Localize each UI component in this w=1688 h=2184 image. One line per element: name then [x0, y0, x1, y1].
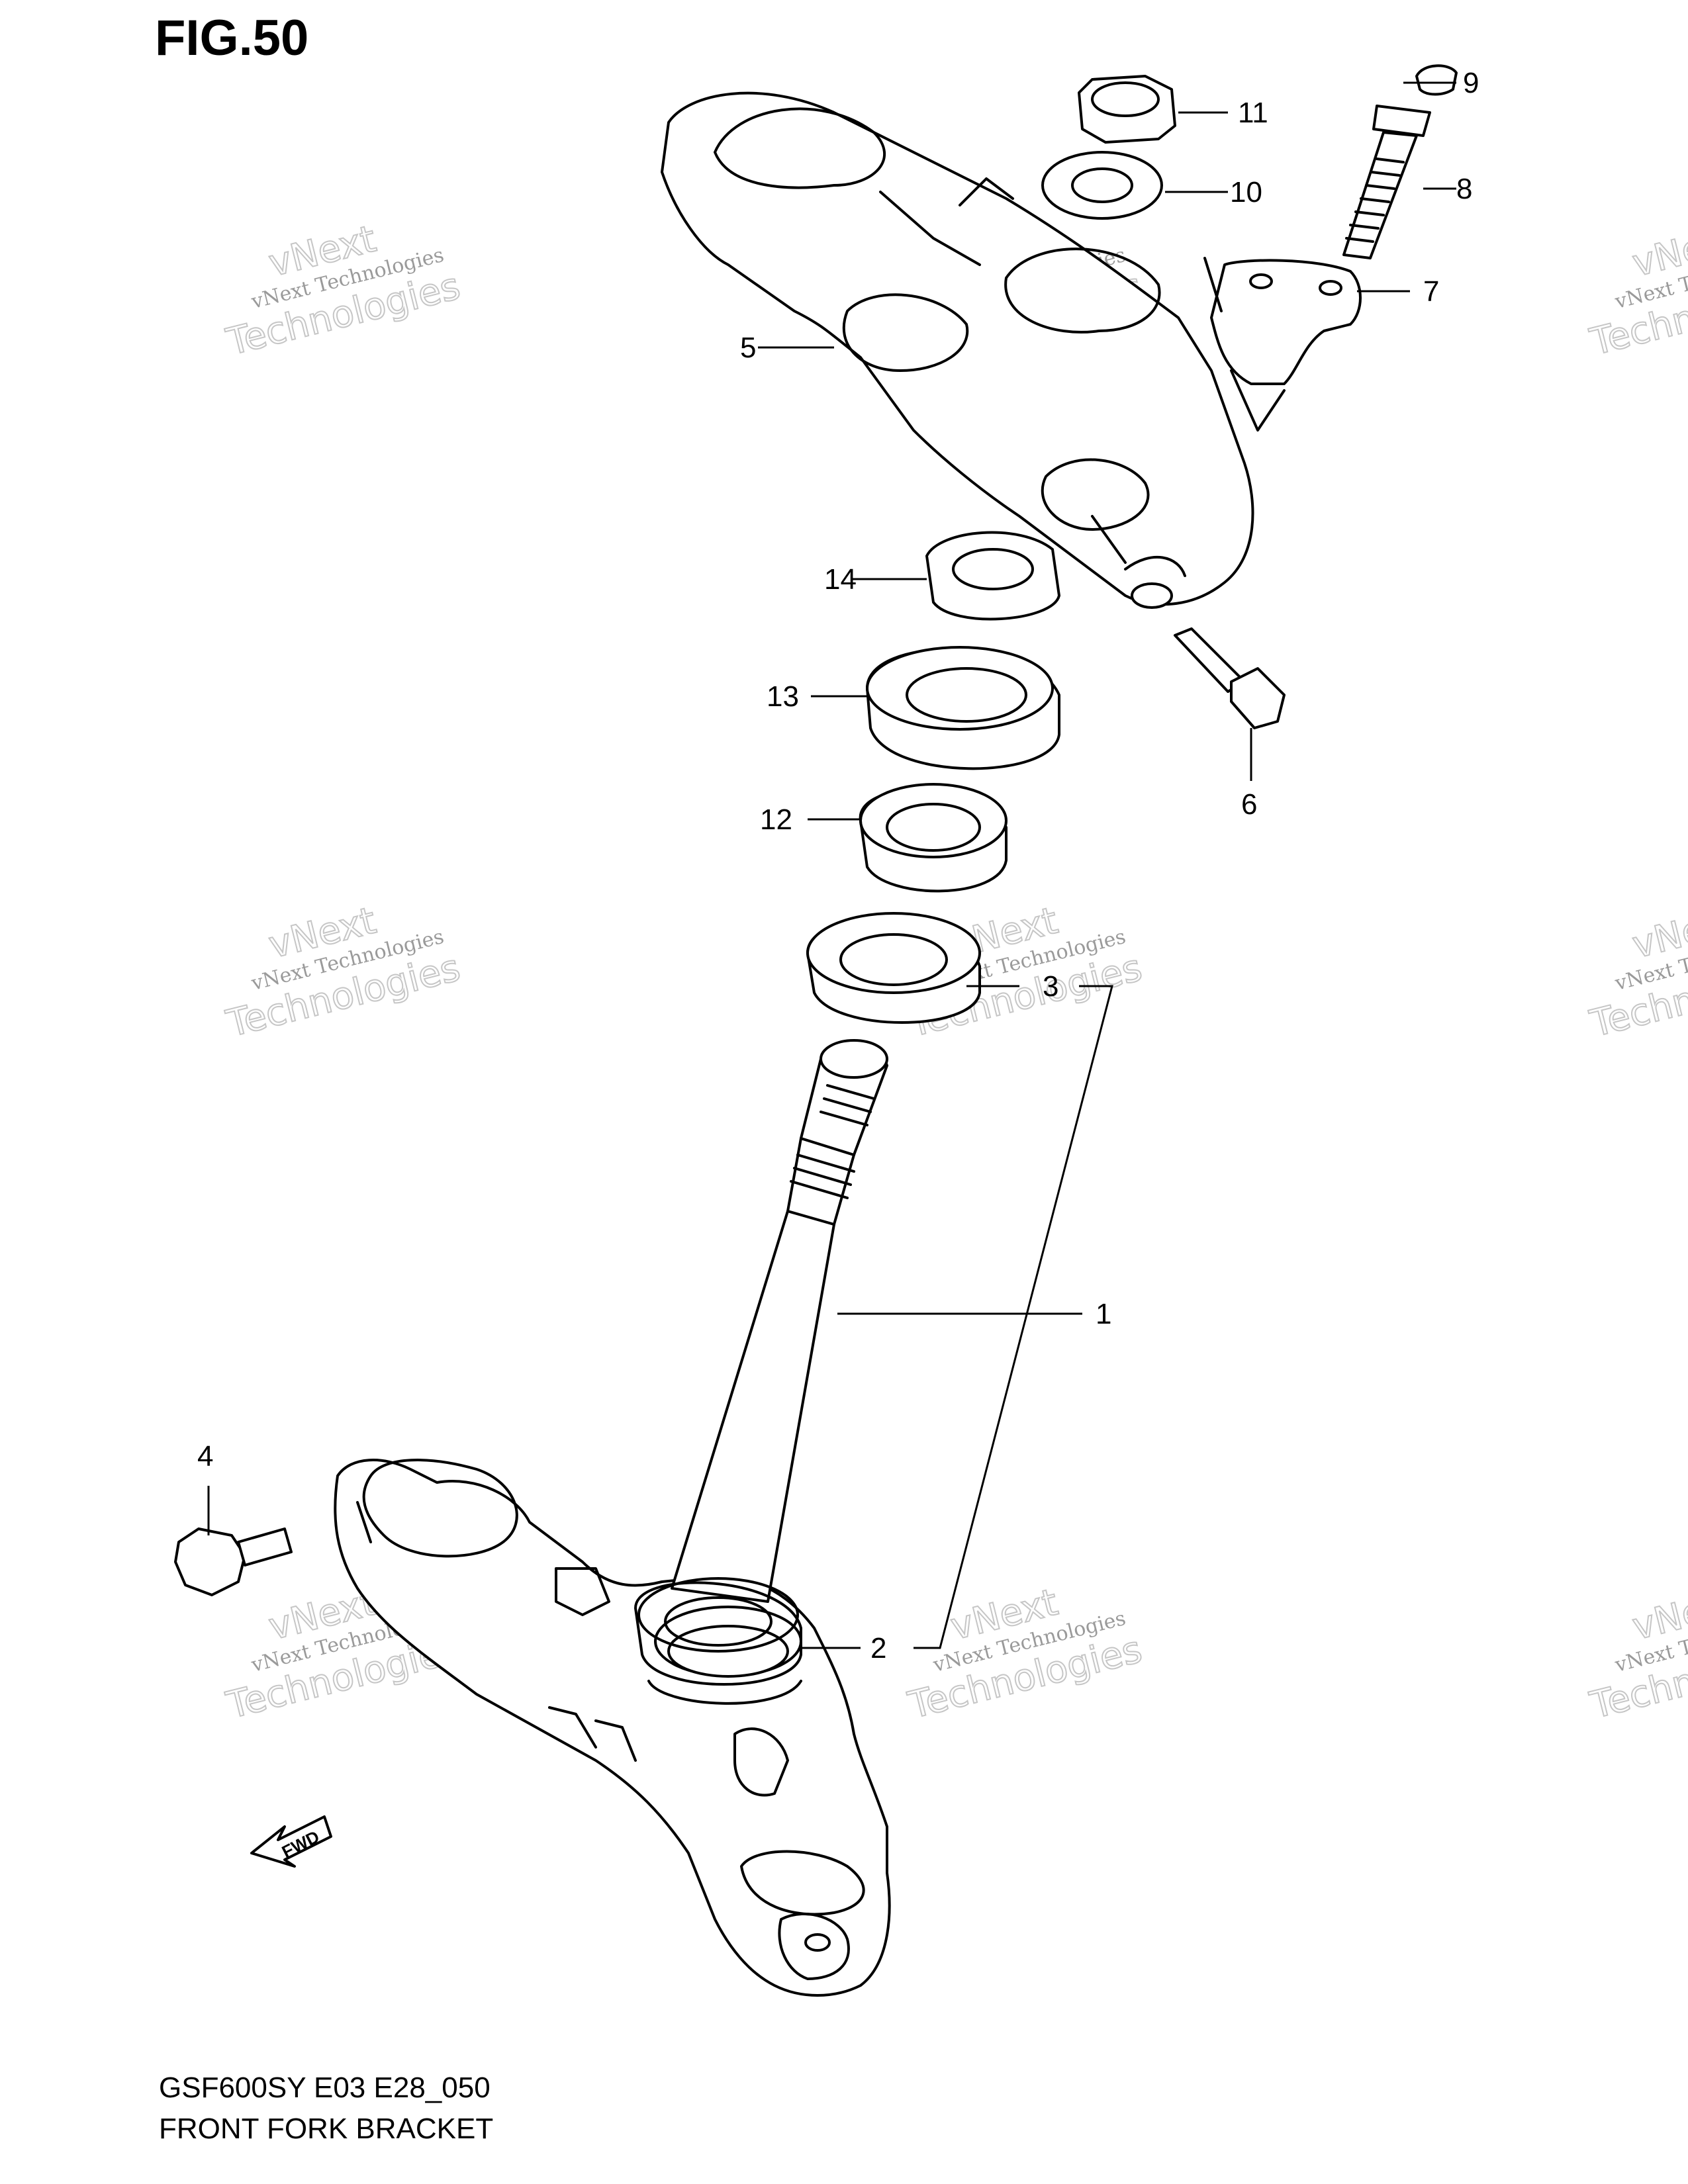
watermark: vNext Technologies vNext Technologies [904, 1580, 1147, 1729]
callouts: 1 2 3 4 5 6 7 8 9 10 11 12 13 14 [197, 67, 1479, 1664]
watermark: vNext Technologies vNext Technologies [1585, 1580, 1688, 1729]
callout-4: 4 [197, 1440, 213, 1473]
washer-10 [1041, 151, 1163, 220]
bolt-4 [174, 1527, 293, 1596]
watermark-text: vNext [1628, 218, 1688, 286]
callout-7: 7 [1423, 275, 1439, 308]
figure-title: FIG.50 [155, 10, 309, 66]
cap-9 [1415, 64, 1458, 96]
seal-13 [866, 646, 1060, 770]
bearing-3 [806, 912, 981, 1024]
callout-11: 11 [1238, 97, 1268, 129]
diagram-code: GSF600SY E03 E28_050 [159, 2071, 491, 2104]
watermark-text: vNext [1628, 899, 1688, 968]
callout-6: 6 [1241, 788, 1257, 821]
handlebar-holder [1203, 257, 1362, 432]
watermark: vNext Technologies vNext Technologies [222, 899, 465, 1047]
diagram-name: FRONT FORK BRACKET [159, 2113, 494, 2145]
fwd-arrow: FWD [250, 1815, 332, 1868]
leader-line [914, 985, 1113, 1649]
watermark: vNext Technologies vNext Technologies [1585, 217, 1688, 365]
watermark: vNext Technologies vNext Technologies [1585, 899, 1688, 1047]
callout-10: 10 [1230, 176, 1262, 208]
lower-bracket-stem [334, 1039, 891, 1997]
callout-13: 13 [767, 680, 799, 713]
bolt-6 [1174, 627, 1286, 729]
callout-14: 14 [824, 563, 857, 596]
leader-lines [207, 81, 1456, 1649]
bearing-12 [859, 783, 1008, 893]
callout-5: 5 [740, 332, 756, 364]
watermark: vNext Technologies vNext Technologies [222, 217, 465, 365]
callout-2: 2 [870, 1632, 886, 1664]
callout-9: 9 [1463, 67, 1479, 99]
watermark-text: vNext [1628, 1581, 1688, 1649]
locknut-14 [925, 531, 1060, 621]
callout-8: 8 [1456, 173, 1472, 205]
callout-1: 1 [1096, 1298, 1111, 1330]
bearing-2 [634, 1577, 802, 1686]
bolt-8 [1342, 105, 1431, 259]
callout-12: 12 [760, 803, 792, 836]
callout-3: 3 [1043, 970, 1058, 1003]
nut-11 [1078, 75, 1176, 144]
upper-bracket [661, 91, 1254, 609]
